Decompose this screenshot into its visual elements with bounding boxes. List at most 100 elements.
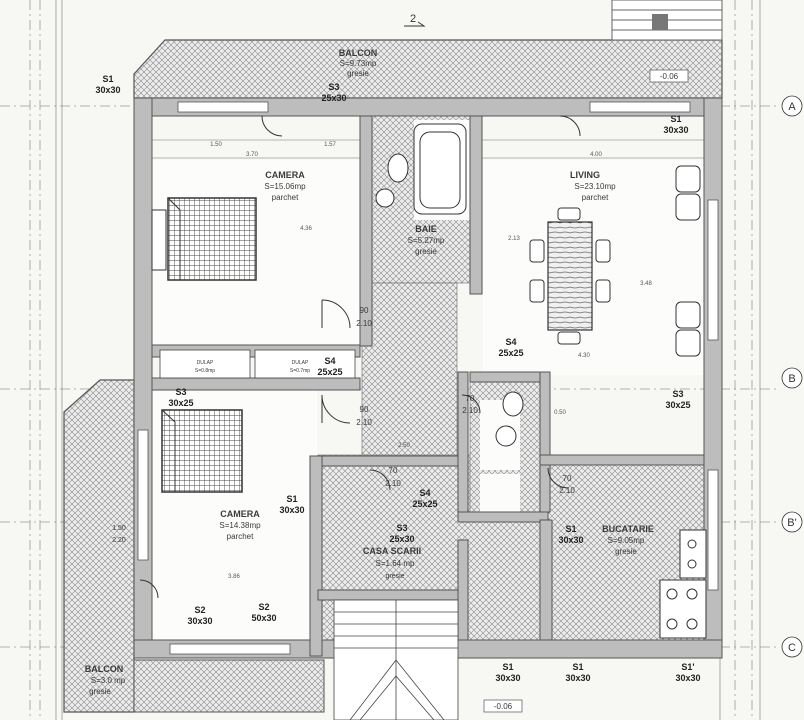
window-label: 1.50 2.20 [112,525,126,544]
dim-386: 3.86 [228,574,240,580]
svg-text:S2: S2 [258,602,269,612]
svg-text:S1: S1 [502,662,513,672]
svg-text:1.50: 1.50 [112,525,126,532]
room-living: LIVING S=23.10mp parchet [570,170,616,202]
door-label-2: 902.10 [356,405,372,427]
room-casa-scarii: CASA SCARII S=1.64 mp gresie [363,546,421,580]
axis-label-c: C [788,642,796,654]
svg-text:gresie: gresie [415,247,437,256]
dim-213: 2.13 [508,236,520,242]
svg-text:S1: S1 [286,494,297,504]
room-balcon-bottom: BALCON S=3.0 mp gresie [85,664,126,696]
svg-text:30x30: 30x30 [187,616,212,626]
dim-430: 4.30 [578,353,590,359]
balcony-top [133,39,723,99]
svg-text:25x25: 25x25 [412,499,437,509]
room-balcon-top: BALCON S=9.73mp gresie [339,48,378,78]
door-label-4: 702.10 [462,394,478,415]
svg-text:CAMERA: CAMERA [265,170,305,180]
dulap-2: DULAP S=0.7mp [290,360,310,374]
svg-text:70: 70 [466,394,475,403]
room-camera-top: CAMERA S=15.06mp parchet [264,170,306,202]
svg-text:S1: S1 [102,74,113,84]
svg-text:S1: S1 [572,662,583,672]
svg-text:DULAP: DULAP [197,360,214,366]
svg-text:2.10: 2.10 [356,418,372,427]
svg-text:70: 70 [389,466,398,475]
dim-250: 2.50 [398,443,410,449]
svg-text:S=14.38mp: S=14.38mp [219,521,261,530]
svg-text:2.10: 2.10 [462,406,478,415]
dim-400: 4.00 [590,152,602,158]
svg-text:parchet: parchet [582,193,609,202]
svg-text:CAMERA: CAMERA [220,509,260,519]
room-camera-bottom: CAMERA S=14.38mp parchet [219,509,261,541]
svg-text:70: 70 [563,474,572,483]
svg-text:25x25: 25x25 [317,367,342,377]
svg-text:S=0.8mp: S=0.8mp [195,368,215,374]
svg-text:S4: S4 [419,488,430,498]
svg-text:S=15.06mp: S=15.06mp [264,182,306,191]
svg-text:S2: S2 [194,605,205,615]
svg-text:2.10: 2.10 [356,319,372,328]
dining-table [529,207,611,345]
level-bottom: -0.06 [494,702,513,711]
svg-text:parchet: parchet [227,532,254,541]
svg-text:S3: S3 [396,523,407,533]
svg-text:S=9.05mp: S=9.05mp [608,536,645,545]
door-label-3: 702.10 [385,466,401,488]
svg-text:S=0.7mp: S=0.7mp [290,368,310,374]
room-bucatarie: BUCATARIE S=9.05mp gresie [602,524,654,556]
level-top: -0.06 [660,72,679,81]
svg-text:BAIE: BAIE [415,224,437,234]
svg-text:30x25: 30x25 [168,398,193,408]
dim-436: 4.36 [300,226,312,232]
svg-text:25x30: 25x30 [321,93,346,103]
svg-text:90: 90 [360,306,369,315]
staircase [333,599,459,720]
section-mark-2: 2 [410,13,416,25]
dim-348: 3.48 [640,281,652,287]
svg-text:gresie: gresie [347,69,369,78]
svg-text:gresie: gresie [89,687,111,696]
svg-text:parchet: parchet [272,193,299,202]
svg-text:25x30: 25x30 [389,534,414,544]
svg-text:LIVING: LIVING [570,170,600,180]
svg-text:BALCON: BALCON [339,48,378,58]
svg-text:S=9.73mp: S=9.73mp [340,59,377,68]
svg-text:2.20: 2.20 [112,537,126,544]
svg-text:S1: S1 [565,524,576,534]
svg-text:S=1.64 mp: S=1.64 mp [376,559,415,568]
svg-text:S4: S4 [505,337,516,347]
room-baie: BAIE S=5.27mp gresie [408,224,445,256]
svg-text:S3: S3 [328,82,339,92]
svg-text:BUCATARIE: BUCATARIE [602,524,654,534]
door-label-5: 702.10 [559,474,575,495]
tag-s1-b3: S1'30x30 [675,662,700,683]
svg-text:S=5.27mp: S=5.27mp [408,236,445,245]
svg-text:30x30: 30x30 [95,85,120,95]
bed-bottom [161,409,243,493]
door-label-1: 902.10 [356,306,372,328]
svg-text:30x30: 30x30 [565,673,590,683]
svg-text:S3: S3 [672,389,683,399]
dim-157: 1.57 [324,142,336,148]
axis-label-b: B [788,373,795,385]
svg-text:2.10: 2.10 [559,486,575,495]
svg-text:CASA SCARII: CASA SCARII [363,546,421,556]
svg-text:50x30: 50x30 [251,613,276,623]
